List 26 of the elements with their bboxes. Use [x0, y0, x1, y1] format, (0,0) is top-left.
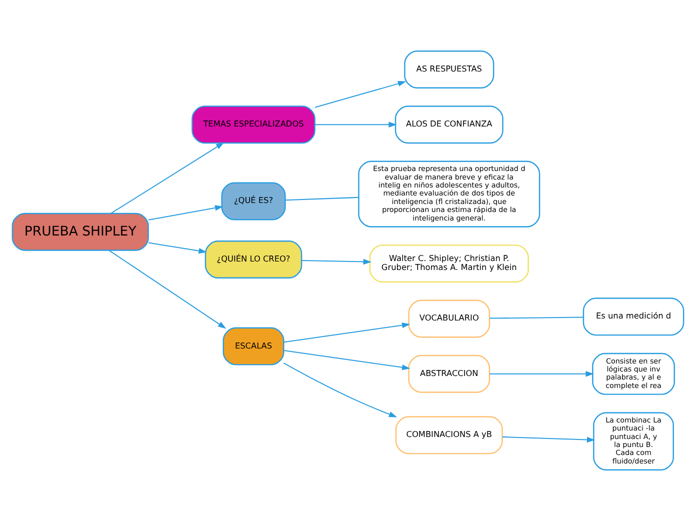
connector — [490, 316, 584, 318]
node-box: PRUEBA SHIPLEY — [12, 212, 149, 250]
arrow — [148, 204, 224, 220]
arrow — [148, 242, 207, 254]
connector — [285, 196, 359, 200]
node-box: VOCABULARIO — [408, 299, 490, 338]
node-box: Walter C. Shipley; Christian P. Gruber; Thomas A. Martin y Klein — [369, 244, 529, 282]
arrow — [283, 362, 398, 417]
node-box: ABSTRACCION — [408, 354, 490, 392]
node-box: TEMAS ESPECIALIZADOS — [192, 105, 316, 144]
arrow — [110, 142, 224, 214]
arrow — [284, 322, 410, 342]
arrow — [314, 121, 397, 127]
node-box: COMBINACIONS A yB — [395, 416, 503, 454]
node-box: Es una medición d — [582, 297, 684, 336]
arrow — [108, 250, 226, 328]
arrow — [502, 436, 596, 442]
node-box: ESCALAS — [222, 326, 284, 365]
node-box: AS RESPUESTAS — [404, 50, 494, 88]
node-box: ALOS DE CONFIANZA — [394, 105, 504, 144]
arrow — [302, 258, 372, 264]
arrow — [314, 80, 406, 108]
arrow — [490, 370, 594, 376]
arrow — [284, 350, 410, 370]
node-box: ¿QUIÉN LO CREO? — [204, 240, 302, 278]
node-box: ¿QUÉ ES? — [221, 182, 286, 220]
